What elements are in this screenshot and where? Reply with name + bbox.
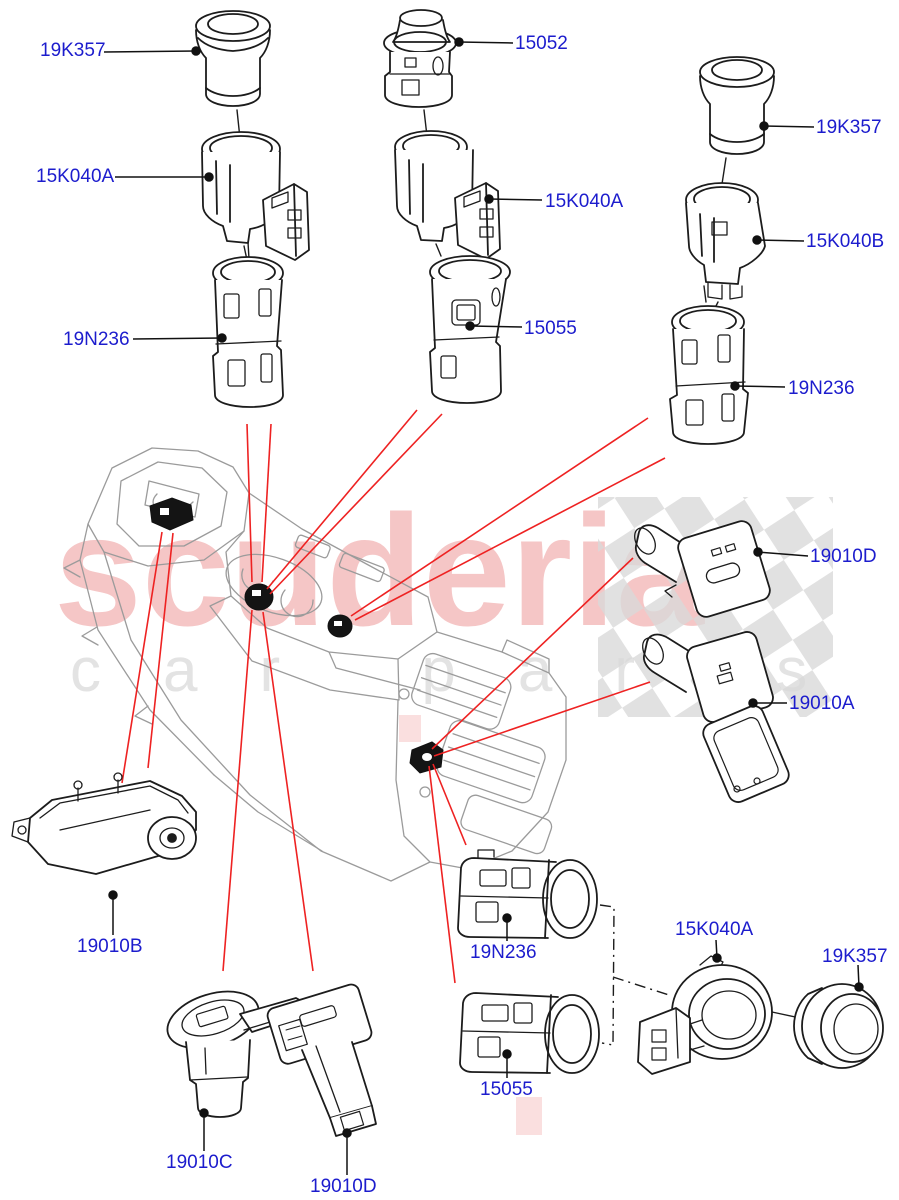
part-socket-cap-bottom-right bbox=[793, 983, 884, 1069]
part-socket-cap-top-left bbox=[195, 10, 271, 149]
part-label-15052-center: 15052 bbox=[515, 33, 568, 54]
part-label-19010D-bottom: 19010D bbox=[310, 1176, 377, 1197]
assembly-axis-lines bbox=[599, 904, 673, 1046]
exploded-parts bbox=[11, 9, 884, 1137]
part-label-19K357-bottom-right: 19K357 bbox=[822, 946, 888, 967]
part-label-19010C-bottom: 19010C bbox=[166, 1152, 233, 1173]
part-usb-socket-upper-right bbox=[634, 520, 771, 618]
part-label-19N236-right: 19N236 bbox=[788, 378, 855, 399]
part-label-15K040A-left: 15K040A bbox=[36, 166, 115, 187]
leader-lines bbox=[103, 37, 864, 1175]
part-label-19010A-right: 19010A bbox=[789, 693, 855, 714]
part-label-19K357-top-left: 19K357 bbox=[40, 40, 106, 61]
part-socket-housing-center bbox=[394, 130, 501, 260]
part-label-15K040B-right: 15K040B bbox=[806, 231, 885, 252]
part-socket-body-right bbox=[669, 285, 749, 445]
part-label-19K357-right: 19K357 bbox=[816, 117, 882, 138]
console-socket-markers bbox=[149, 497, 444, 774]
watermark-fragment bbox=[399, 715, 542, 1135]
callout-lines bbox=[121, 409, 666, 984]
part-lighter-element-center bbox=[383, 9, 457, 146]
part-socket-housing-left bbox=[201, 131, 310, 261]
part-socket-cap-right bbox=[699, 56, 775, 185]
part-label-15055-bottom-right: 15055 bbox=[480, 1079, 533, 1100]
part-label-19N236-bottom-right: 19N236 bbox=[470, 942, 537, 963]
part-label-15K040A-bottom-right: 15K040A bbox=[675, 919, 754, 940]
console-illustration bbox=[63, 447, 567, 882]
part-label-15055-center: 15055 bbox=[524, 318, 577, 339]
part-socket-body-bottom-right-upper bbox=[457, 849, 598, 939]
part-label-15K040A-center: 15K040A bbox=[545, 191, 624, 212]
part-socket-body-bottom-right-lower bbox=[459, 992, 600, 1074]
part-label-19010D-right: 19010D bbox=[810, 546, 877, 567]
part-socket-housing-bottom-right bbox=[637, 955, 801, 1075]
part-power-module bbox=[11, 772, 197, 875]
part-socket-body-center bbox=[429, 255, 511, 404]
part-socket-housing-right bbox=[685, 182, 766, 315]
part-label-19010B-bottom-left: 19010B bbox=[77, 936, 143, 957]
part-socket-body-left bbox=[212, 241, 284, 408]
part-usb-socket-bottom-center bbox=[266, 983, 377, 1137]
part-label-19N236-left: 19N236 bbox=[63, 329, 130, 350]
